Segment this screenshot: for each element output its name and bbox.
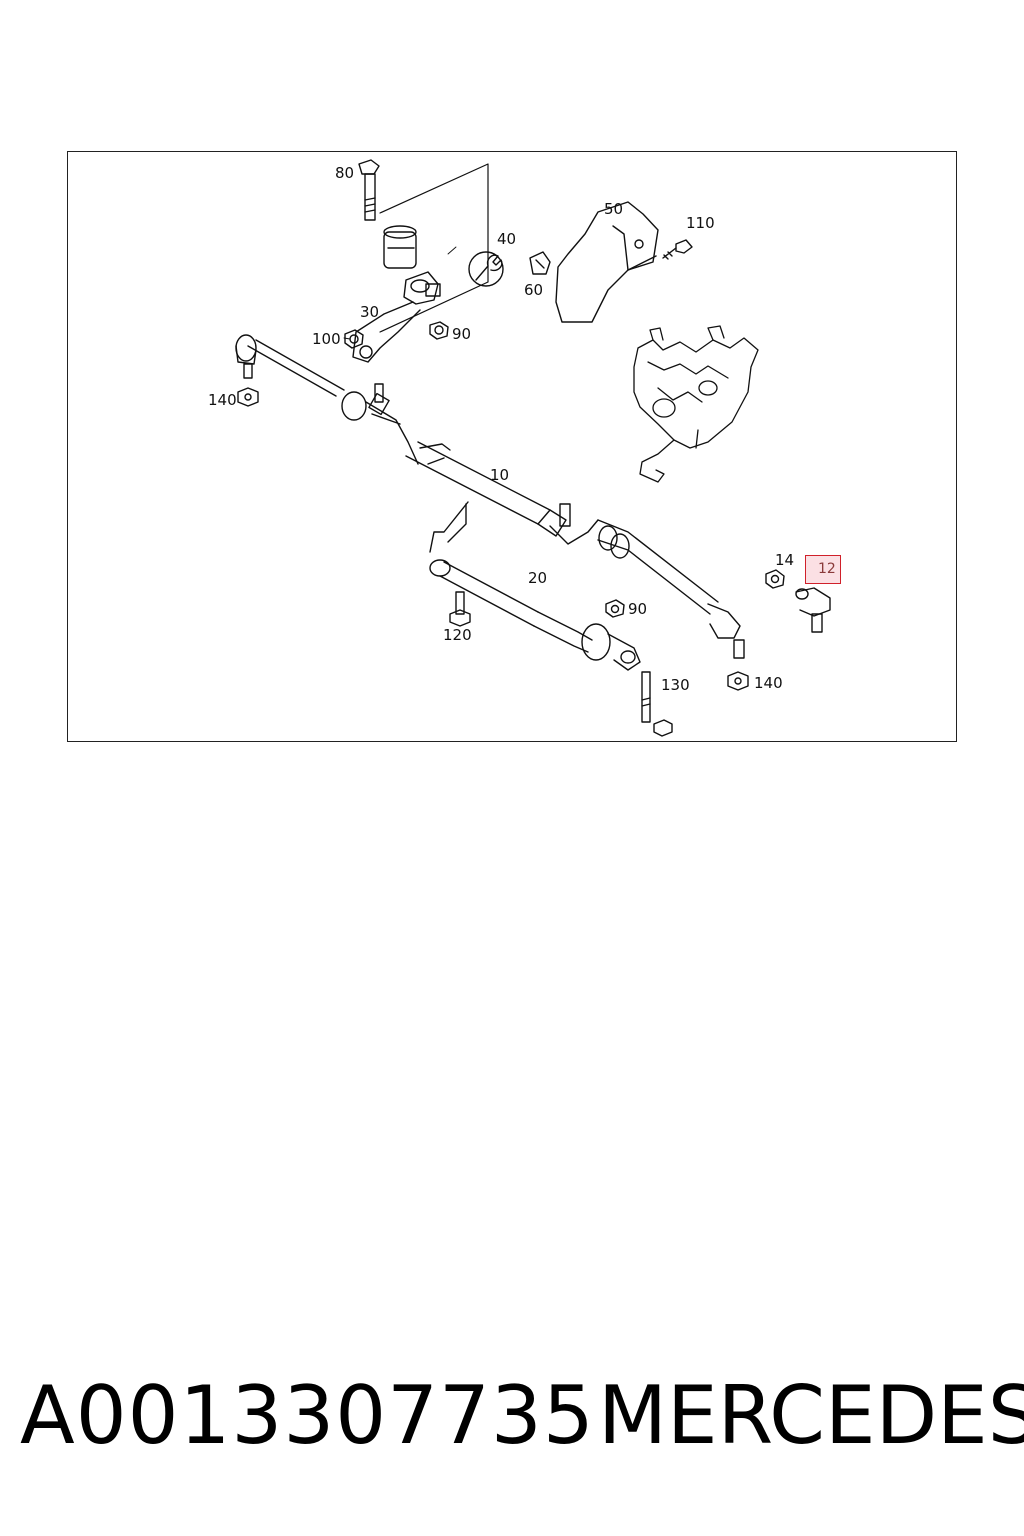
idler-arm-30 [352,271,441,363]
nut-90-upper [429,321,449,340]
callout-90-upper: 90 [452,325,472,343]
panel-outline [379,163,489,333]
callout-14: 14 [775,551,795,569]
parts-diagram: 80 40 50 110 60 30 100 90 140 10 14 12 2… [67,151,957,742]
bolt-130 [641,671,673,737]
callout-40: 40 [497,230,517,248]
bushing [383,225,417,269]
callout-120: 120 [443,626,472,644]
callout-140-right: 140 [754,674,783,692]
callout-50: 50 [604,200,624,218]
callout-140-left: 140 [208,391,237,409]
ball-joint-12 [795,587,831,633]
callout-30: 30 [360,303,380,321]
callout-110: 110 [686,214,715,232]
callout-12-highlighted[interactable]: 12 [805,555,841,584]
callout-130: 130 [661,676,690,694]
wrench-icon [468,251,504,287]
nut-90-lower [605,599,625,618]
nut-14 [765,569,785,589]
damper-20 [429,501,641,671]
leader-lines [343,246,457,340]
brand-name: MERCEDES [598,1369,1024,1462]
bolt-120 [449,591,471,627]
footer: A0013307735 MERCEDES [0,1368,1024,1478]
part-number: A0013307735 [20,1369,595,1462]
callout-100: 100 [312,330,341,348]
shield-50 [555,201,659,323]
tie-rod-end-right [707,603,749,691]
steering-gear [633,325,759,483]
screw-110 [662,239,693,260]
track-rod-10 [247,339,719,615]
bolt-80 [358,159,380,221]
callout-60: 60 [524,281,544,299]
callout-80: 80 [335,164,355,182]
clip-60 [529,251,551,275]
callout-90-lower: 90 [628,600,648,618]
steering-linkage-drawing [235,159,831,737]
tie-rod-end-left [235,334,259,407]
callout-10: 10 [490,466,510,484]
callout-20: 20 [528,569,548,587]
